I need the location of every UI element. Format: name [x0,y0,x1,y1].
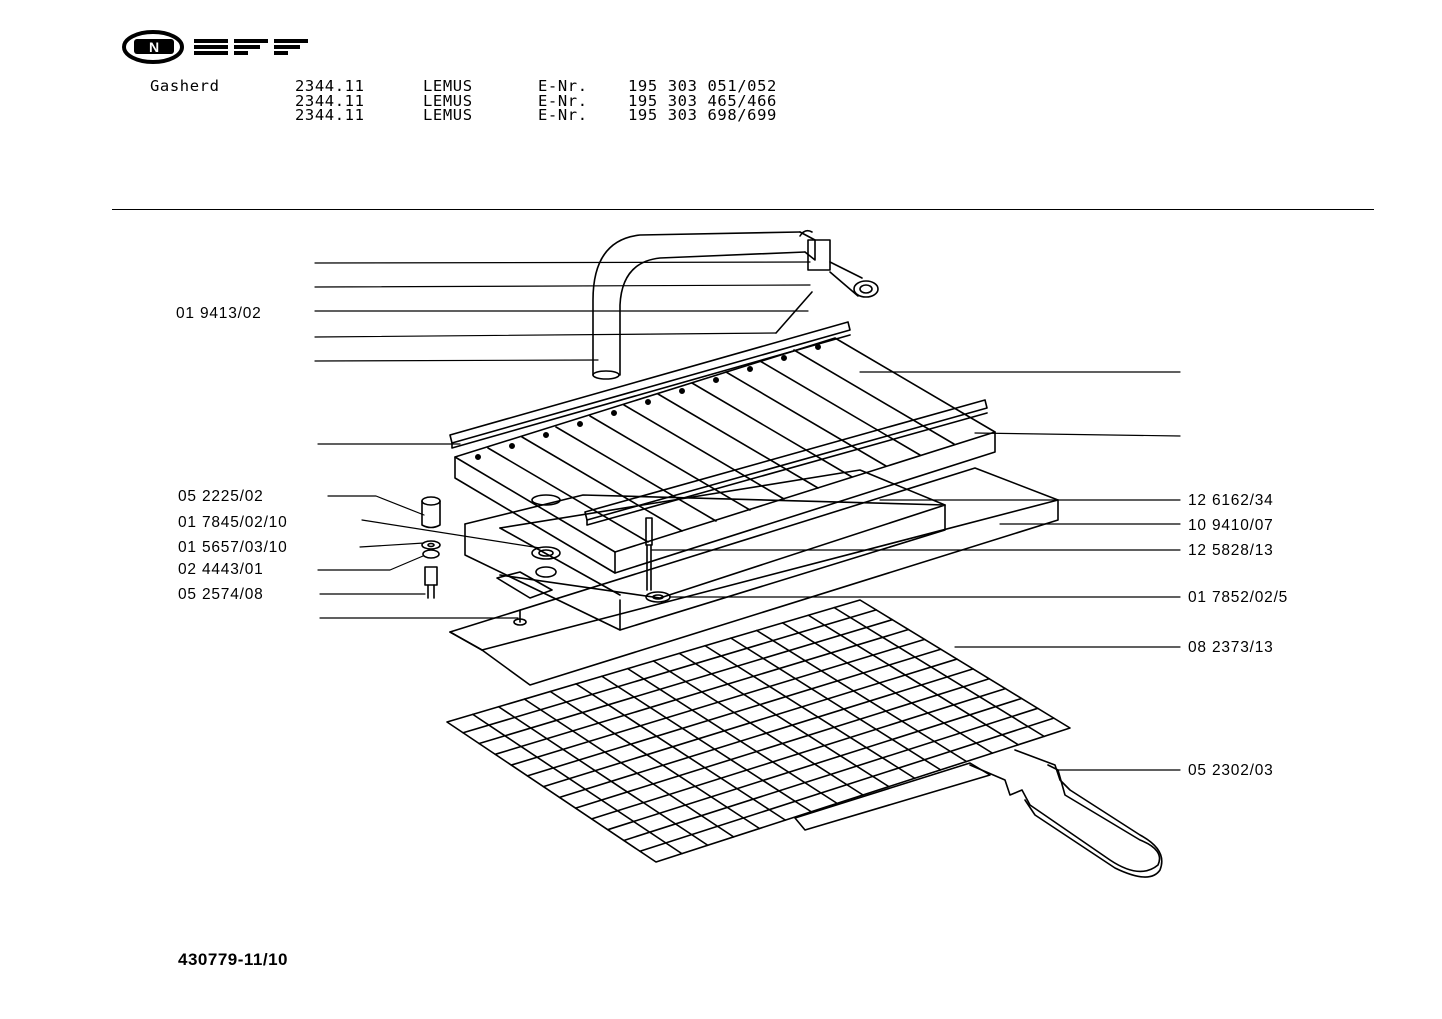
part-number-label: 08 2373/13 [1188,639,1274,656]
model-name: LEMUS [423,106,473,124]
part-number-label: 01 7852/02/5 [1188,589,1289,606]
part-number-label: 10 9410/07 [1188,517,1274,534]
burner-plate [454,337,996,574]
rack-wire [494,628,910,756]
rack-wire [542,658,958,788]
enr-value: 195 303 465/466 [628,92,777,110]
rack-wire [626,667,838,805]
rack-wire [730,637,942,771]
rack-wire [549,690,761,830]
radiant-frame [464,469,946,631]
part-number-label: 12 6162/34 [1188,492,1274,509]
rack-wire [472,713,683,855]
rack-wire [755,629,968,763]
rack-handle [794,749,1163,878]
rack-wire [462,609,877,734]
rack-wire [652,660,864,796]
enr-value: 195 303 051/052 [628,77,777,95]
rack-wire [601,675,813,813]
part-number-label: 02 4443/01 [178,561,264,578]
part-number-label: 12 5828/13 [1188,542,1274,559]
rack-wire [575,683,787,821]
appliance-type: Gasherd [150,77,220,95]
gas-pipe [592,229,879,380]
rack-wire [606,697,1023,831]
rack-wire [678,652,890,788]
rack-wire [510,638,926,766]
svg-text:N: N [149,39,159,55]
enr-value: 195 303 698/699 [628,106,777,124]
model-number: 2344.11 [295,106,365,124]
rack-wire [781,622,994,754]
model-number: 2344.11 [295,92,365,110]
part-number-label: 01 7845/02/10 [178,514,288,531]
model-number: 2344.11 [295,77,365,95]
rack-wire [623,707,1039,842]
rack-wire [558,668,974,799]
enr-label: E-Nr. [538,106,588,124]
mounting-rail [449,321,988,526]
rack-wire [497,705,709,847]
rack-wire [590,687,1007,820]
rack-wire [639,717,1055,853]
part-number-label: 05 2302/03 [1188,762,1274,779]
model-name: LEMUS [423,77,473,95]
enr-label: E-Nr. [538,92,588,110]
rack-wire [523,698,735,838]
rack-wire [807,614,1020,746]
rack-wire [574,677,991,809]
rack-wire [478,618,894,745]
leader-lines [314,261,1181,771]
part-number-label: 01 9413/02 [176,305,262,322]
neff-logo: N [122,30,308,64]
base-plate [449,467,1059,686]
grill-rack [446,599,1071,863]
small-parts [421,496,671,626]
rack-wire [704,644,916,780]
enr-label: E-Nr. [538,77,588,95]
header-divider [112,209,1374,210]
part-number-label: 05 2225/02 [178,488,264,505]
model-name: LEMUS [423,92,473,110]
part-number-label: 05 2574/08 [178,586,264,603]
part-number-label: 01 5657/03/10 [178,539,288,556]
document-code: 430779-11/10 [178,950,288,969]
rack-wire [526,648,942,777]
rack-wire [833,606,1045,738]
